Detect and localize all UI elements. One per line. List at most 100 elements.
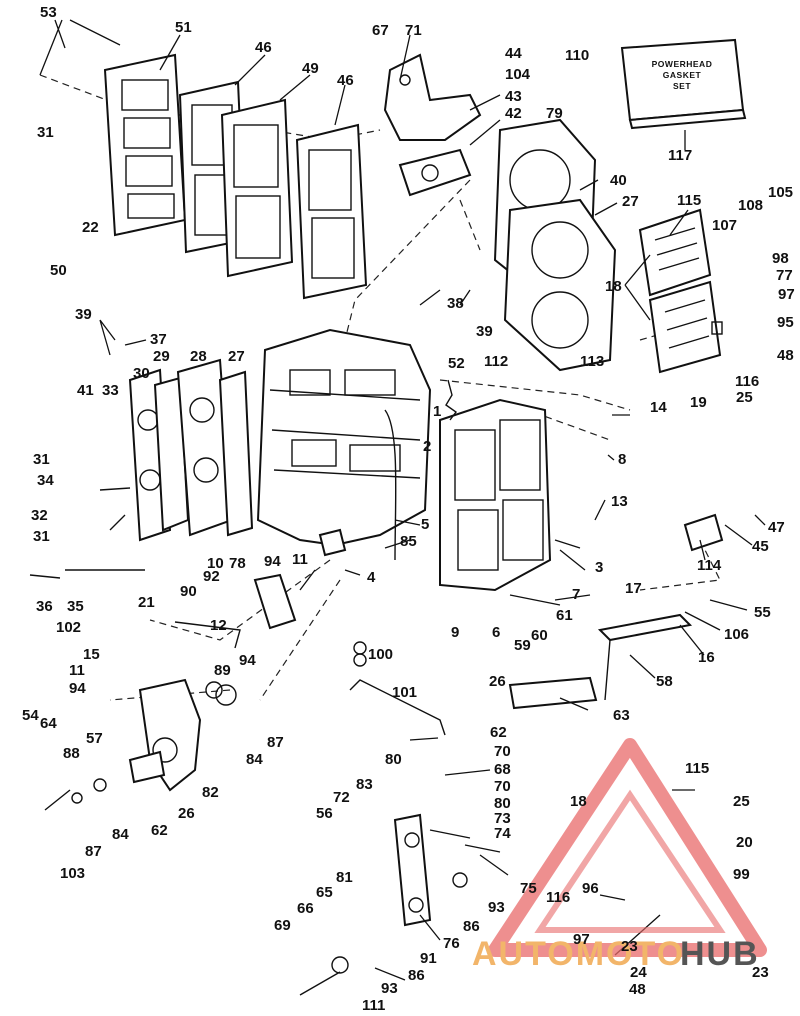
linkage-parts — [128, 513, 724, 927]
label-103: 103 — [60, 865, 85, 882]
label-60: 60 — [531, 627, 548, 644]
label-117: 117 — [668, 147, 692, 164]
label-62-mid: 62 — [490, 724, 507, 741]
label-55: 55 — [754, 604, 771, 621]
label-35: 35 — [67, 598, 84, 615]
label-63: 63 — [613, 707, 630, 724]
label-107: 107 — [712, 217, 737, 234]
label-87-low: 87 — [85, 843, 102, 860]
label-25-top: 25 — [736, 389, 753, 406]
label-23-mid: 23 — [621, 938, 638, 955]
label-27-left: 27 — [228, 348, 245, 365]
label-27-top: 27 — [622, 193, 639, 210]
label-10: 10 — [207, 555, 224, 572]
gasket-box-line3: SET — [673, 81, 691, 91]
label-69: 69 — [274, 917, 291, 934]
label-98: 98 — [772, 250, 789, 267]
label-93-low: 93 — [381, 980, 398, 997]
label-76: 76 — [443, 935, 460, 952]
label-37: 37 — [150, 331, 167, 348]
crankcase-cover — [439, 379, 552, 592]
label-97-top: 97 — [778, 286, 795, 303]
label-48-top: 48 — [777, 347, 794, 364]
label-92: 92 — [203, 568, 220, 585]
label-31-top: 31 — [37, 124, 54, 141]
label-102: 102 — [56, 619, 81, 636]
label-115-top: 115 — [677, 192, 701, 209]
label-11-top: 11 — [292, 551, 308, 568]
label-86-mid: 86 — [463, 918, 480, 935]
watermark-word-automoto: AUTOMOTO — [472, 935, 685, 973]
label-53: 53 — [40, 4, 57, 21]
label-93-mid: 93 — [488, 899, 505, 916]
label-16: 16 — [698, 649, 715, 666]
label-11-left: 11 — [69, 662, 85, 679]
label-96: 96 — [582, 880, 599, 897]
gasket-box-line2: GASKET — [663, 70, 702, 80]
label-25-low: 25 — [733, 793, 750, 810]
gasket-box-line1: POWERHEAD — [652, 59, 713, 69]
label-116-low: 116 — [546, 889, 570, 906]
label-26-left: 26 — [178, 805, 195, 822]
label-112: 112 — [484, 353, 508, 370]
label-18-top: 18 — [605, 278, 622, 295]
label-5: 5 — [421, 516, 429, 533]
label-56: 56 — [316, 805, 333, 822]
label-85: 85 — [400, 533, 417, 550]
exhaust-cover-plates — [103, 53, 368, 300]
label-12: 12 — [210, 617, 227, 634]
cylinder-block — [256, 328, 432, 561]
label-97-low: 97 — [573, 931, 590, 948]
label-80-low: 80 — [494, 795, 511, 812]
label-99: 99 — [733, 866, 750, 883]
label-39-left: 39 — [75, 306, 92, 323]
label-33: 33 — [102, 382, 119, 399]
label-13: 13 — [611, 493, 628, 510]
label-4: 4 — [367, 569, 376, 586]
label-6: 6 — [492, 624, 500, 641]
label-114: 114 — [697, 557, 722, 574]
label-8: 8 — [618, 451, 626, 468]
label-116-top: 116 — [735, 373, 759, 390]
label-15: 15 — [83, 646, 100, 663]
bypass-covers — [128, 358, 254, 542]
part-number-labels: 53 51 46 49 46 67 71 44 104 43 42 110 79… — [22, 4, 795, 1014]
label-108: 108 — [738, 197, 763, 214]
label-65: 65 — [316, 884, 333, 901]
label-1: 1 — [433, 403, 441, 420]
label-89: 89 — [214, 662, 231, 679]
label-80-top: 80 — [385, 751, 402, 768]
label-26-mid: 26 — [489, 673, 506, 690]
powerhead-gasket-set-box: POWERHEAD GASKET SET — [620, 38, 747, 130]
label-52: 52 — [448, 355, 465, 372]
label-68: 68 — [494, 761, 511, 778]
label-113: 113 — [580, 353, 604, 370]
label-2: 2 — [423, 438, 431, 455]
label-95: 95 — [777, 314, 794, 331]
label-79: 79 — [546, 105, 563, 122]
label-104: 104 — [505, 66, 531, 83]
label-42: 42 — [505, 105, 522, 122]
label-45: 45 — [752, 538, 769, 555]
label-106: 106 — [724, 626, 749, 643]
label-87-top: 87 — [267, 734, 284, 751]
label-21: 21 — [138, 594, 155, 611]
label-71: 71 — [405, 22, 422, 39]
label-115-low: 115 — [685, 760, 709, 777]
label-94-left: 94 — [69, 680, 86, 697]
label-47: 47 — [768, 519, 785, 536]
label-44: 44 — [505, 45, 522, 62]
label-49: 49 — [302, 60, 319, 77]
label-39-mid: 39 — [476, 323, 493, 340]
cylinder-head — [493, 118, 617, 372]
label-54: 54 — [22, 707, 39, 724]
label-48-low: 48 — [629, 981, 646, 998]
label-36: 36 — [36, 598, 53, 615]
fasteners — [29, 487, 581, 996]
label-20: 20 — [736, 834, 753, 851]
label-31-low: 31 — [33, 528, 50, 545]
label-9: 9 — [451, 624, 459, 641]
watermark-word-hub: HUB — [680, 935, 760, 973]
label-74: 74 — [494, 825, 511, 842]
